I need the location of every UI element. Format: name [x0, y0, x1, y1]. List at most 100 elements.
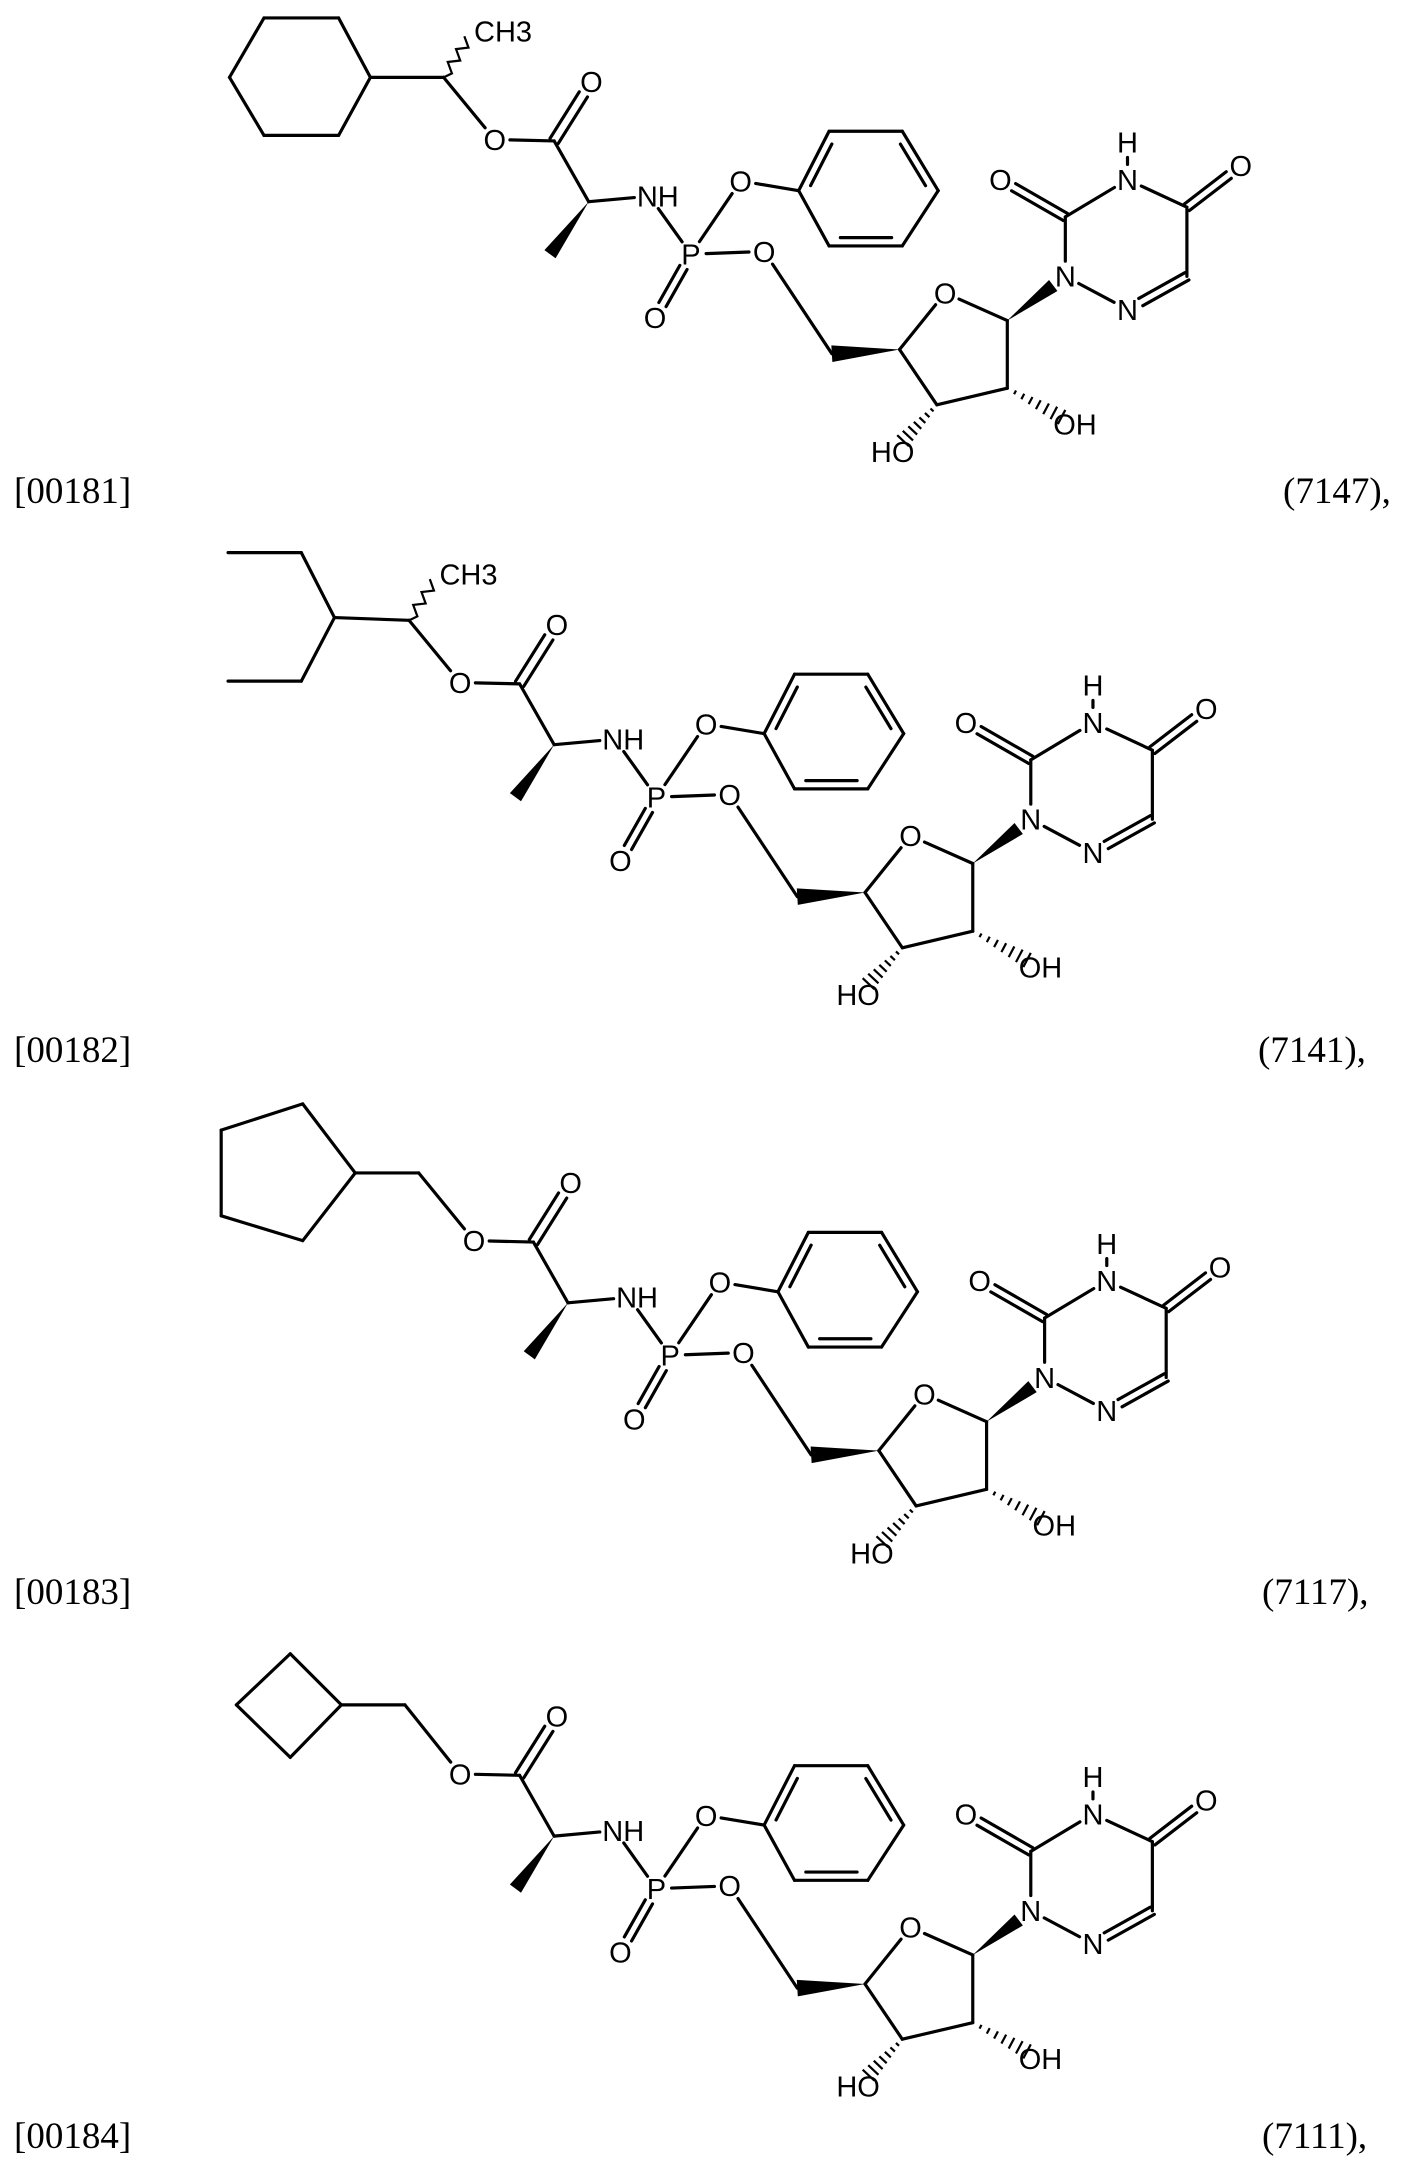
- substituent-bond: [229, 77, 264, 135]
- phenoxy-oxygen-label: O: [695, 1801, 718, 1833]
- wedge-bond: [811, 1447, 879, 1464]
- single-bond: [554, 741, 600, 745]
- ring-oxygen-label: O: [899, 821, 922, 853]
- substituent-bond: [303, 1173, 356, 1241]
- single-bond: [879, 1451, 916, 1506]
- single-bond: [1058, 1385, 1093, 1404]
- wedge-bond: [973, 1914, 1023, 1954]
- single-bond: [902, 191, 938, 246]
- aromatic-inner-bond: [811, 144, 832, 186]
- single-bond: [916, 1489, 986, 1506]
- single-bond: [679, 1295, 712, 1343]
- substituent-bond: [290, 1654, 341, 1705]
- aromatic-inner-bond: [776, 687, 797, 729]
- hydroxyl-label: HO: [836, 2072, 880, 2104]
- carbonyl-oxygen-label: O: [559, 1168, 582, 1200]
- single-bond: [902, 2023, 972, 2040]
- substituent-bond: [334, 618, 409, 621]
- hydroxyl-label: HO: [871, 437, 915, 469]
- phenyl-ring: [778, 1232, 918, 1347]
- wedge-bond: [510, 745, 554, 802]
- nitrogen-label: N: [1117, 165, 1138, 197]
- phosphorus-label: P: [681, 240, 700, 272]
- single-bond: [665, 737, 698, 785]
- carbonyl-oxygen-label: O: [546, 610, 569, 642]
- phosphoryl-oxygen-label: O: [644, 303, 667, 335]
- single-bond: [799, 191, 829, 246]
- single-bond: [554, 1832, 600, 1836]
- nitrogen-label: N: [1096, 1396, 1117, 1428]
- phenoxy-oxygen-label: O: [729, 166, 752, 198]
- single-bond: [685, 1353, 728, 1355]
- single-bond: [868, 674, 904, 733]
- single-bond: [773, 264, 832, 354]
- ester-oxygen-label: O: [753, 237, 776, 269]
- phosphoryl-oxygen-label: O: [609, 1938, 632, 1970]
- amine-label: NH: [616, 1283, 658, 1315]
- hydrogen-label: H: [1096, 1229, 1117, 1261]
- hydroxyl-label: OH: [1033, 1511, 1077, 1543]
- ring-oxygen-label: O: [913, 1379, 936, 1411]
- phosphoryl-oxygen-label: O: [623, 1404, 646, 1436]
- single-bond: [738, 807, 797, 897]
- nitrogen-label: N: [1020, 805, 1041, 837]
- nitrogen-label: N: [1096, 1266, 1117, 1298]
- phosphorus-label: P: [647, 783, 666, 815]
- single-bond: [865, 893, 902, 948]
- nitrogen-label: N: [1082, 1799, 1103, 1831]
- single-bond: [1107, 729, 1153, 750]
- phosphorus-label: P: [661, 1341, 680, 1373]
- substituent-bond: [409, 620, 450, 670]
- phenoxy-oxygen-label: O: [695, 709, 718, 741]
- single-bond: [1141, 186, 1187, 207]
- phenyl-ring: [764, 1766, 904, 1881]
- double-bond: [666, 269, 687, 306]
- substituent-bond: [229, 18, 264, 77]
- methyl-label: CH3: [439, 559, 497, 591]
- double-bond: [638, 1367, 659, 1404]
- ester-oxygen-label: O: [718, 780, 741, 812]
- amine-label: NH: [637, 182, 679, 214]
- ester-oxygen-label: O: [718, 1871, 741, 1903]
- double-bond: [632, 812, 653, 849]
- substituent-bond: [303, 1104, 356, 1173]
- single-bond: [554, 141, 589, 202]
- substituent-bond: [444, 77, 485, 127]
- single-bond: [475, 1774, 519, 1775]
- nitrogen-label: N: [1082, 708, 1103, 740]
- aromatic-inner-bond: [776, 1778, 797, 1820]
- single-bond: [868, 1766, 904, 1825]
- single-bond: [706, 252, 749, 254]
- double-bond: [632, 1904, 653, 1941]
- substituent-bond: [405, 1705, 451, 1762]
- compound-number: (7147),: [1283, 473, 1391, 510]
- wedge-bond: [831, 345, 899, 362]
- carbonyl-oxygen-label: O: [968, 1266, 991, 1298]
- single-bond: [475, 683, 519, 684]
- carbonyl-oxygen-label: O: [1195, 1786, 1218, 1818]
- single-bond: [924, 1933, 972, 1954]
- single-bond: [1121, 1287, 1167, 1308]
- single-bond: [520, 1775, 555, 1836]
- single-bond: [533, 1242, 568, 1303]
- wedge-bond: [510, 1836, 554, 1893]
- single-bond: [756, 183, 799, 190]
- nitrogen-label: N: [1020, 1896, 1041, 1928]
- ester-oxygen-label: O: [449, 1759, 472, 1791]
- single-bond: [882, 1292, 918, 1347]
- single-bond: [735, 1285, 778, 1292]
- single-bond: [764, 734, 794, 789]
- aromatic-inner-bond: [790, 1245, 811, 1287]
- compound-number: (7111),: [1262, 2118, 1367, 2155]
- single-bond: [879, 1406, 915, 1451]
- single-bond: [865, 1984, 902, 2039]
- wedge-bond: [987, 1381, 1037, 1421]
- wedge-bond: [1007, 280, 1057, 320]
- substituent-bond: [290, 1705, 341, 1758]
- phenyl-ring: [799, 131, 939, 246]
- compound-structure: OONHPOOOOOHHONNHNOO: [221, 1104, 1231, 1570]
- single-bond: [489, 1241, 533, 1242]
- compound-number: (7117),: [1262, 1574, 1369, 1611]
- nitrogen-label: N: [1034, 1363, 1055, 1395]
